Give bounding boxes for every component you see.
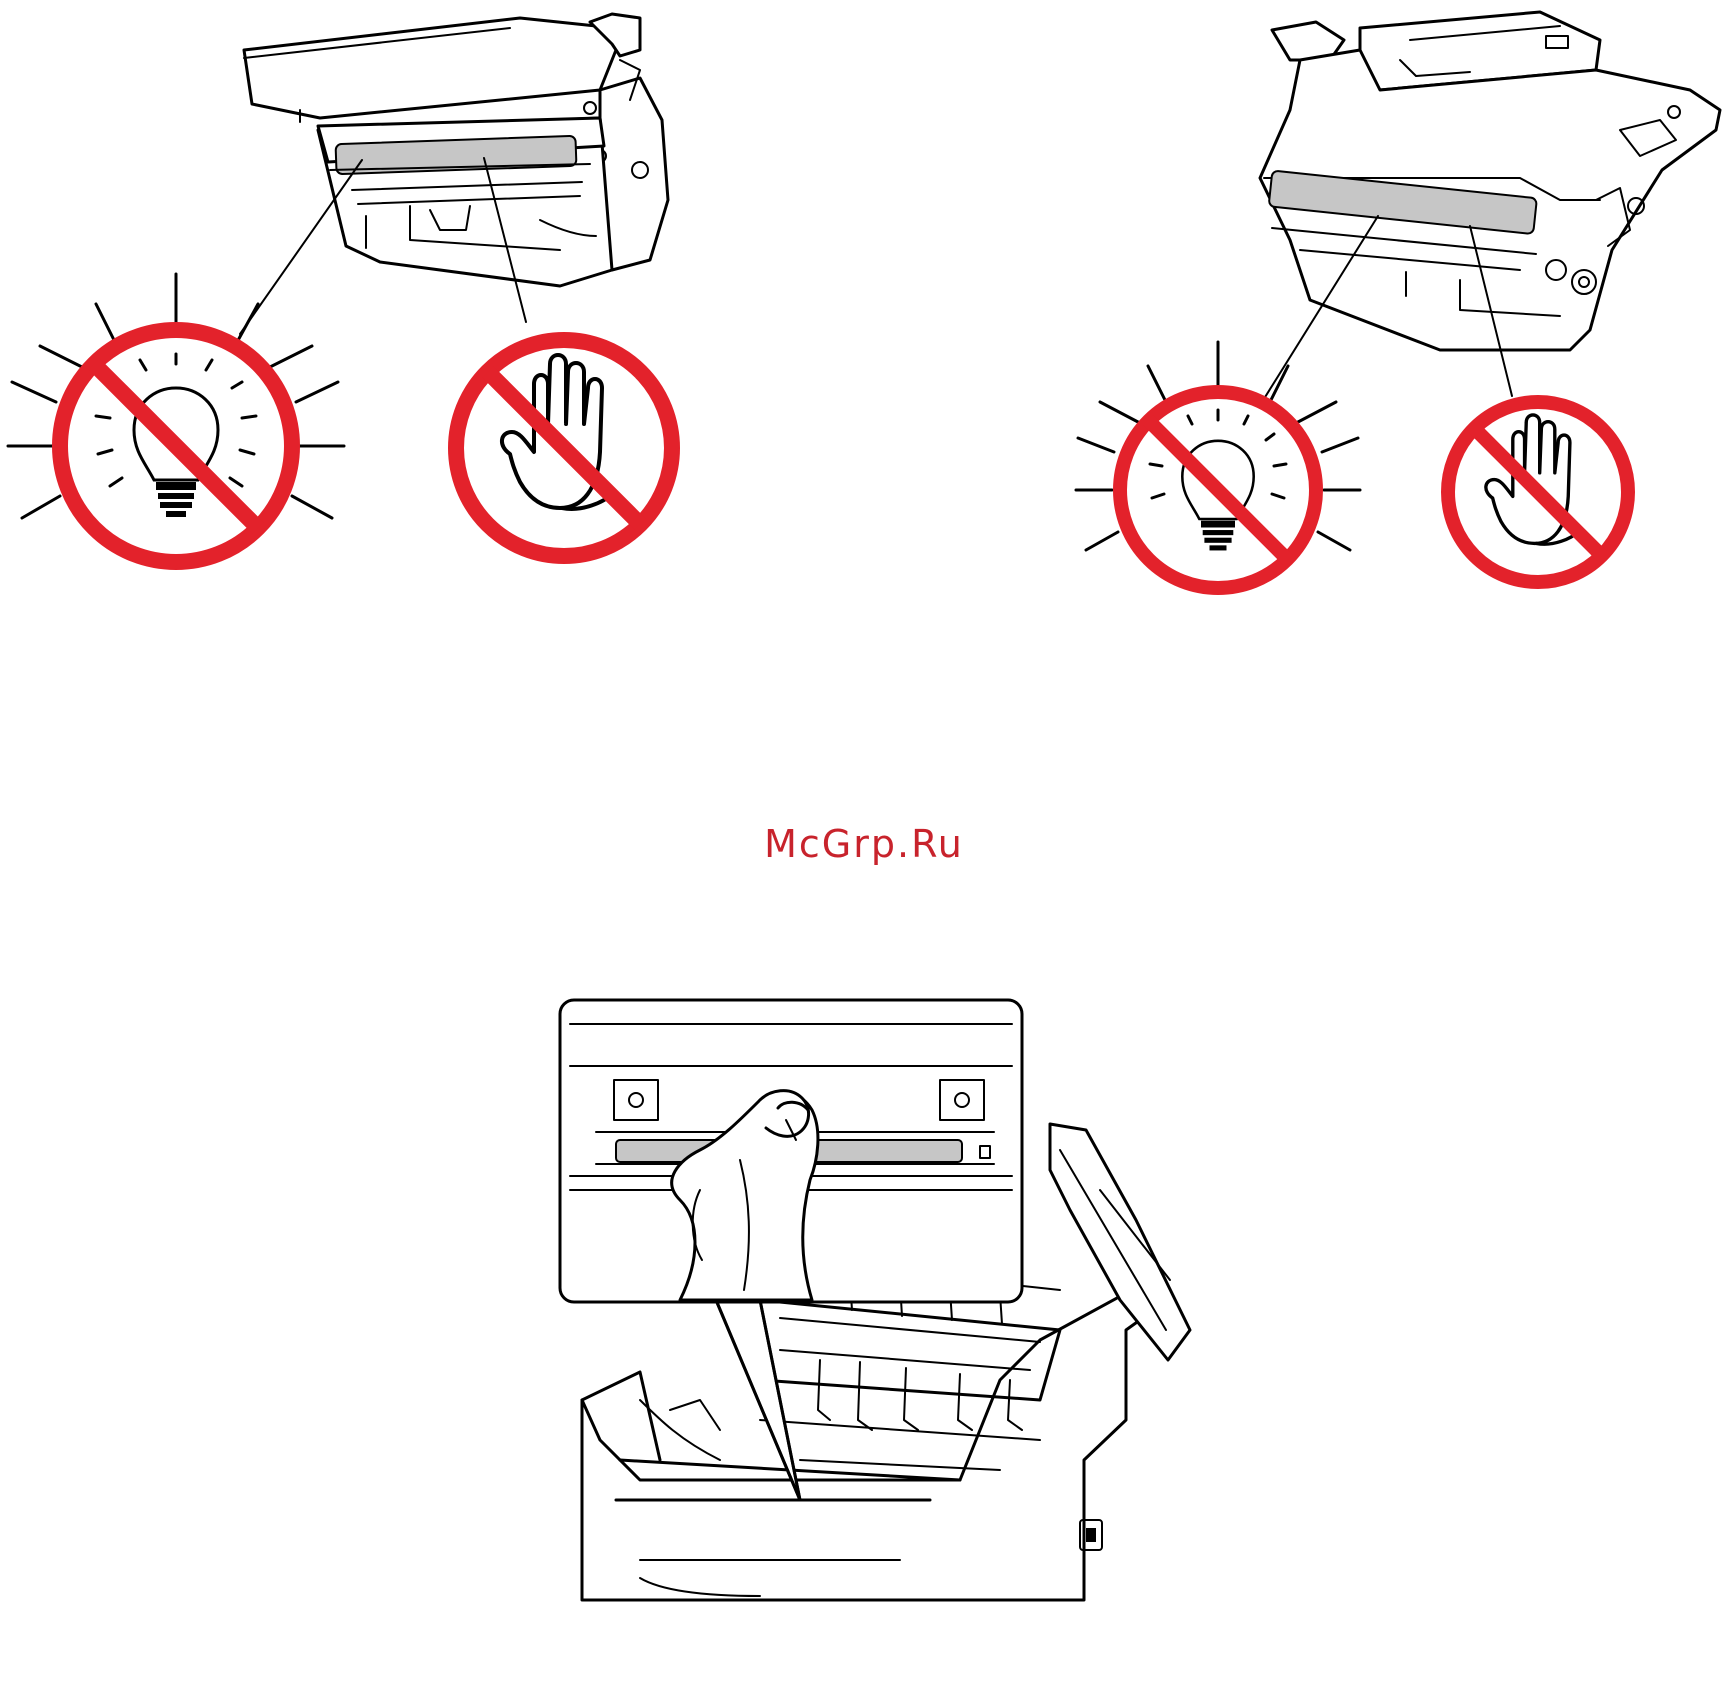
printer-cleaning-illustration xyxy=(560,1000,1190,1600)
drum-unit-illustration xyxy=(240,14,668,334)
no-light-exposure-icon xyxy=(1076,342,1360,588)
no-touch-icon xyxy=(456,340,672,556)
no-touch-icon xyxy=(1448,402,1628,582)
drum-unit-illustration xyxy=(1260,12,1720,402)
no-light-exposure-icon xyxy=(8,274,344,562)
watermark-text: McGrp.Ru xyxy=(0,816,1728,872)
